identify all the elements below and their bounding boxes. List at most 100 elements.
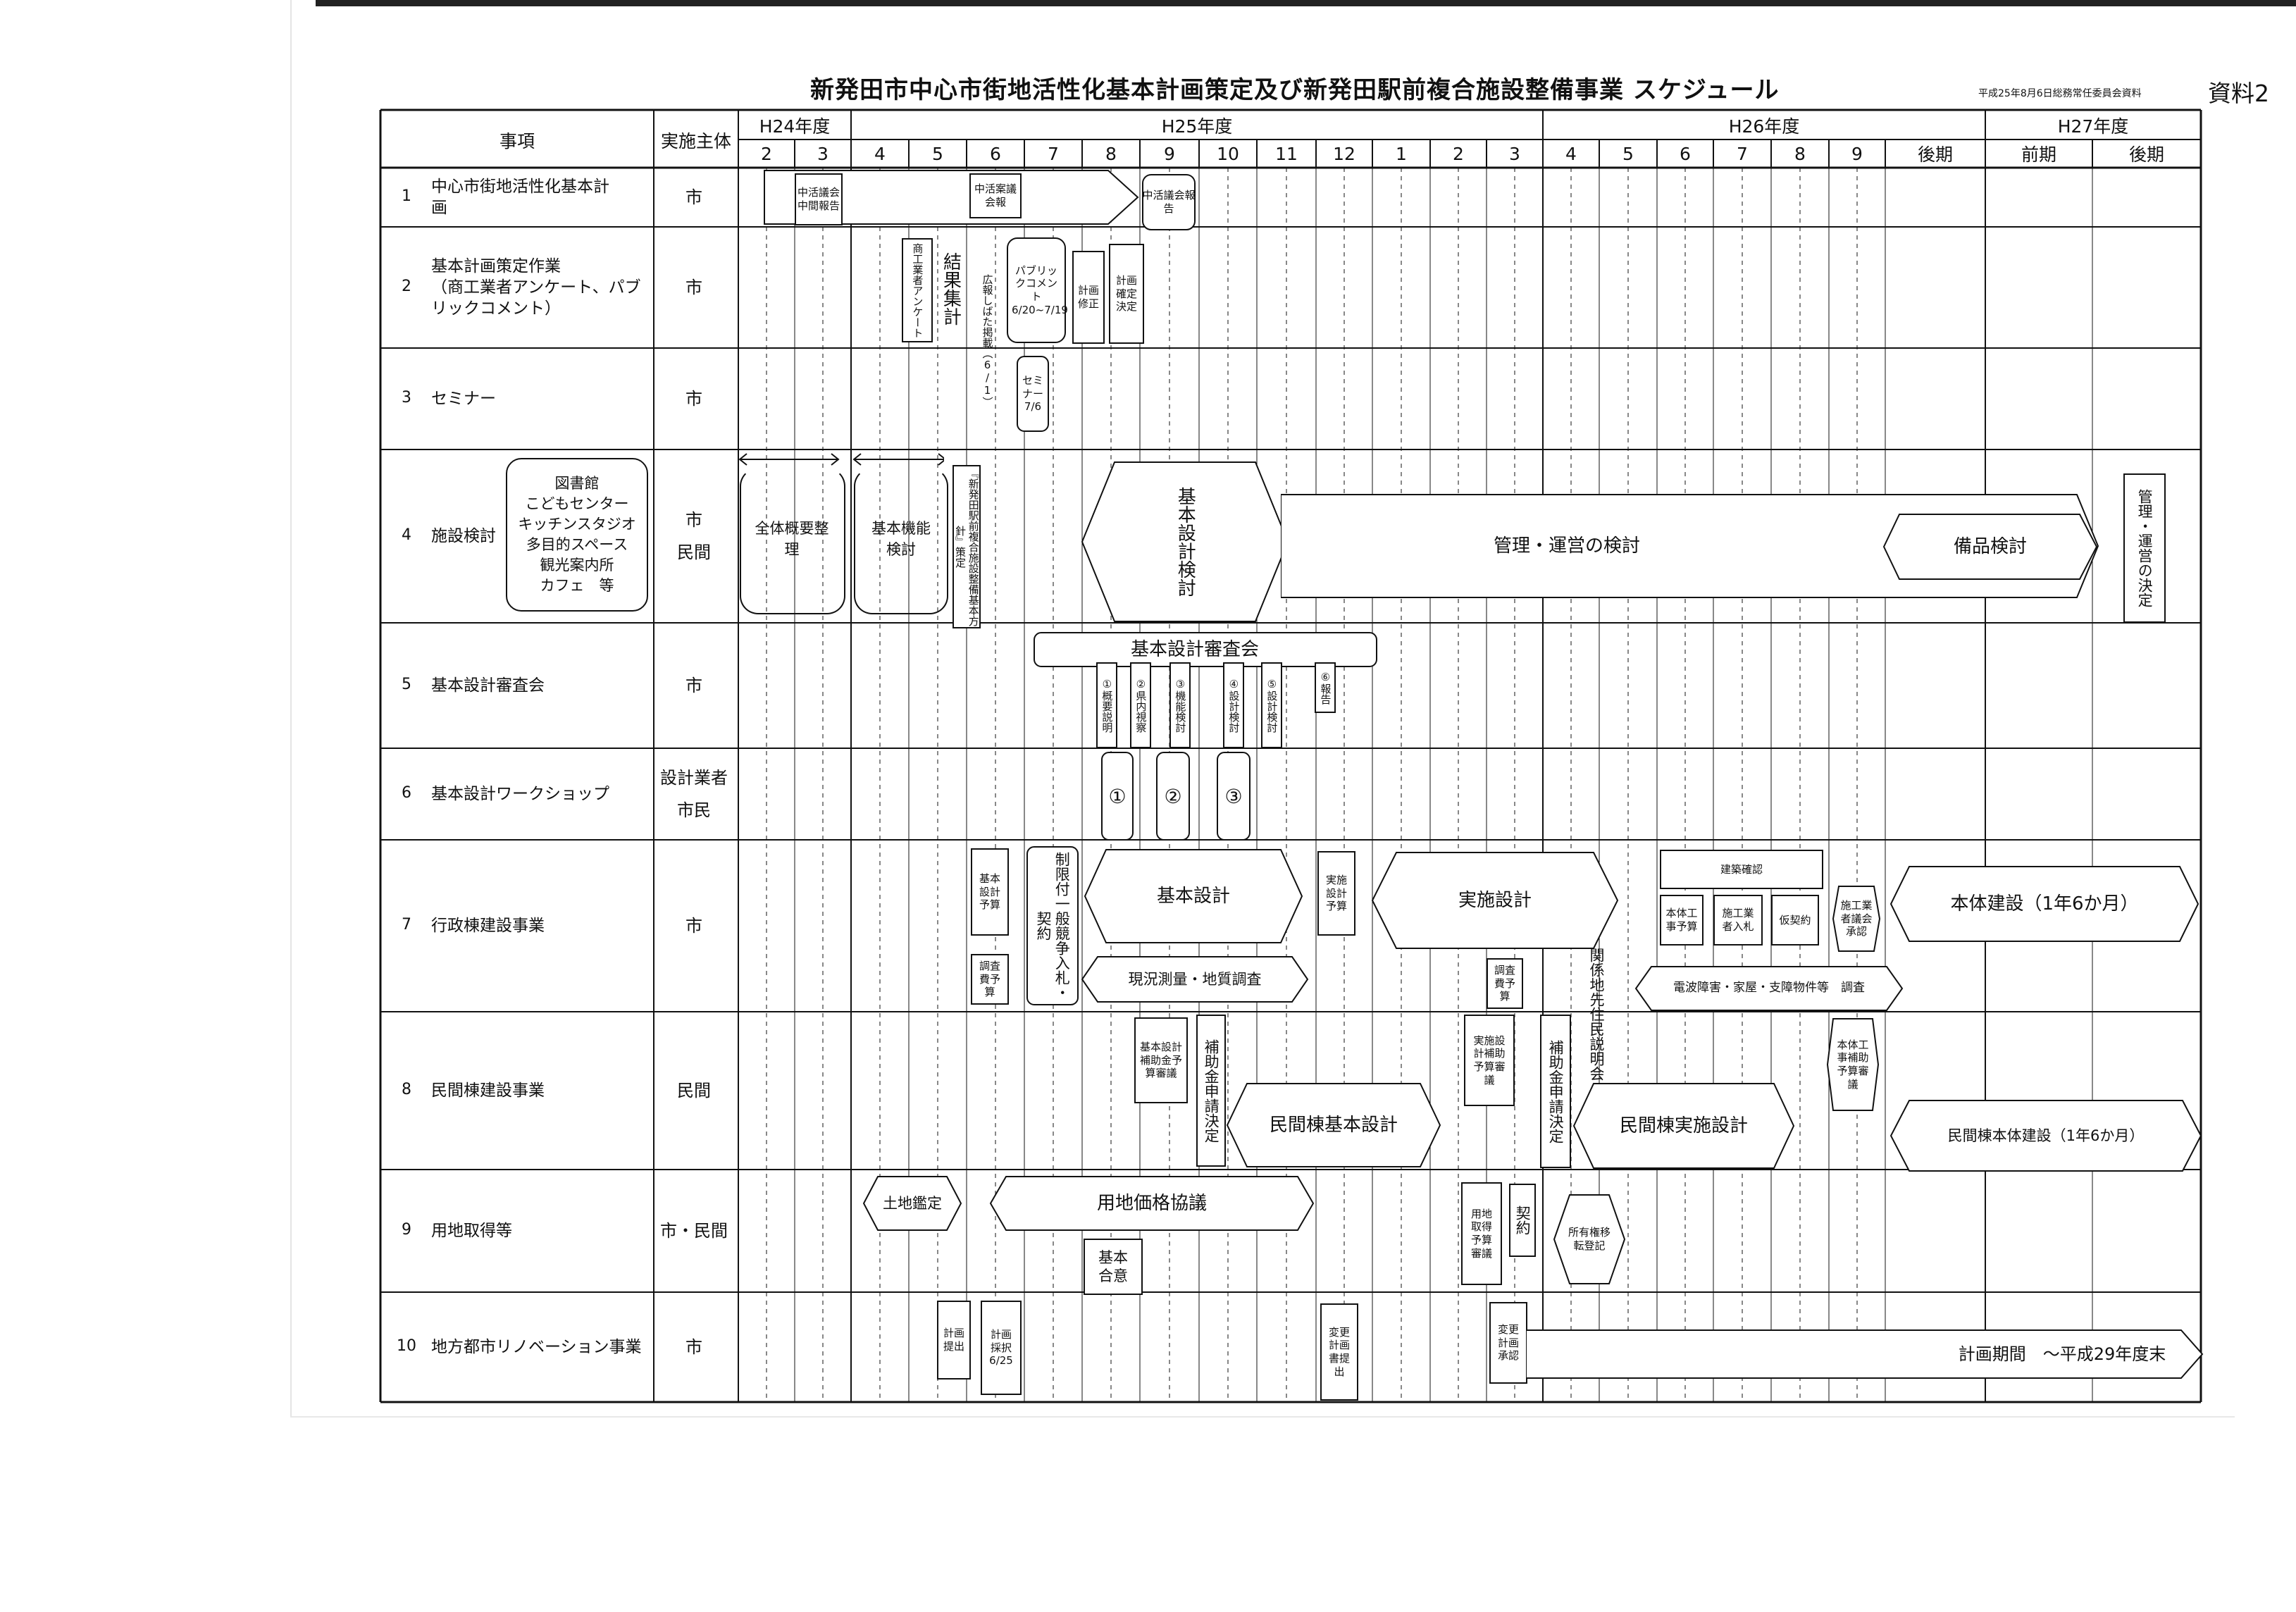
- month-header: 2: [1453, 143, 1464, 164]
- row-subject: 民間: [677, 1081, 711, 1100]
- month-header: 3: [817, 143, 829, 164]
- month-header: 3: [1509, 143, 1520, 164]
- task-koho-publication: 広報しばた掲載（6/1）: [981, 273, 994, 407]
- row-item: 用地取得等: [431, 1220, 512, 1241]
- task-radio-interference-survey: 電波障害・家屋・支障物件等 調査: [1634, 965, 1904, 1012]
- sheet-left-edge: [290, 0, 292, 1416]
- row-item-line: 基本設計ワークショップ: [431, 785, 609, 803]
- month-header: 後期: [1917, 144, 1953, 165]
- task-function-study: 基本機能検討: [871, 520, 931, 558]
- task-change-submission: 変更計画書提出: [1320, 1303, 1358, 1401]
- page-title: 新発田市中心市街地活性化基本計画策定及び新発田駅前複合施設整備事業 スケジュール: [810, 76, 1780, 104]
- task-change-approval: 変更計画承認: [1489, 1302, 1527, 1384]
- row-number: 10: [397, 1337, 416, 1355]
- review-6: ⑥報告: [1315, 662, 1336, 713]
- task-private-detailed-design: 民間棟実施設計: [1572, 1082, 1795, 1170]
- task-council-approval: 施工業者議会承認: [1832, 885, 1881, 953]
- task-provisional-contract: 仮契約: [1771, 895, 1819, 946]
- month-header: 6: [1680, 143, 1691, 164]
- month-header: 8: [1105, 143, 1117, 164]
- task-private-detailed-subsidy: 実施設計補助予算審議: [1464, 1015, 1515, 1106]
- row-item: 中心市街地活性化基本計画: [431, 176, 609, 218]
- row-item-line: 基本計画策定作業: [431, 257, 561, 275]
- task-land-appraisal: 土地鑑定: [862, 1175, 962, 1232]
- row-number: 9: [402, 1221, 411, 1239]
- row-subject: 市: [685, 389, 702, 409]
- task-main-construction: 本体建設（1年6か月）: [1889, 865, 2199, 943]
- task-basic-design: 基本設計: [1084, 848, 1303, 944]
- task-plan-period: 計画期間 ～平成29年度末: [1526, 1329, 2204, 1380]
- task-plan-decision: 計画確定決定: [1109, 244, 1144, 344]
- row-item: 基本設計審査会: [431, 675, 545, 696]
- task-chukatsu-council: 中活案議会報: [969, 173, 1022, 218]
- fiscal-year-h24: H24年度: [759, 116, 831, 137]
- task-ownership-transfer: 所有権移転登記: [1553, 1194, 1626, 1285]
- row-item-line: 行政棟建設事業: [431, 917, 545, 935]
- workshop-3: ③: [1216, 751, 1251, 841]
- row-subject: 市民間: [643, 504, 745, 569]
- row-item: セミナー: [431, 388, 496, 409]
- month-header: 7: [1737, 143, 1748, 164]
- review-3: ③機能検討: [1169, 662, 1191, 748]
- task-equipment-study: 備品検討: [1882, 513, 2098, 581]
- task-plan-submission: 計画提出: [937, 1301, 971, 1380]
- task-private-design-subsidy: 基本設計補助金予算審議: [1134, 1017, 1188, 1103]
- top-scan-border: [316, 0, 2296, 6]
- task-management-study: 管理・運営の検討: [1281, 493, 2099, 599]
- month-header: 4: [874, 143, 886, 164]
- row-number: 3: [402, 389, 411, 407]
- row-item-line: セミナー: [431, 390, 496, 408]
- row-number: 1: [402, 187, 411, 205]
- task-review-committee: 基本設計審査会: [1033, 631, 1378, 668]
- review-5: ⑤設計検討: [1261, 662, 1282, 748]
- row-number: 5: [402, 676, 411, 693]
- task-basic-design-study: 基本設計検討: [1081, 461, 1289, 623]
- row-item-line: （商工業者アンケート、パブ: [431, 278, 641, 297]
- facility-item: 多目的スペース: [526, 536, 628, 553]
- row-item: 基本設計ワークショップ: [431, 783, 609, 805]
- fiscal-year-h25: H25年度: [1161, 116, 1233, 137]
- month-header: 12: [1333, 143, 1355, 164]
- review-4: ④設計検討: [1223, 662, 1244, 748]
- facility-item: キッチンスタジオ: [518, 516, 636, 533]
- row-item-line: リックコメント）: [431, 299, 561, 318]
- facility-list: 図書館 こどもセンター キッチンスタジオ 多目的スペース 観光案内所 カフェ 等: [506, 458, 648, 612]
- sheet-bottom-edge: [290, 1416, 2235, 1418]
- row-subject: 市: [685, 278, 702, 297]
- task-contract: 契約: [1509, 1184, 1536, 1257]
- task-detailed-design: 実施設計: [1371, 851, 1619, 950]
- month-header: 5: [932, 143, 943, 164]
- task-contractor-bid: 施工業者入札: [1713, 895, 1763, 946]
- row-subject: 市: [685, 916, 702, 936]
- review-1: ①概要説明: [1096, 662, 1117, 748]
- task-subsidy-application-2: 補助金申請決定: [1540, 1015, 1571, 1168]
- month-header: 10: [1217, 143, 1239, 164]
- task-survey-budget: 調査費予算: [971, 954, 1009, 1005]
- row-subject: 設計業者市民: [643, 762, 745, 826]
- task-private-basic-design: 民間棟基本設計: [1226, 1082, 1441, 1168]
- fiscal-year-h26: H26年度: [1728, 116, 1800, 137]
- workshop-2: ②: [1155, 751, 1191, 841]
- task-site-survey: 現況測量・地質調査: [1081, 955, 1309, 1003]
- row-item-line: 基本設計審査会: [431, 676, 545, 695]
- month-header: 4: [1565, 143, 1577, 164]
- task-chukatsu-report: 中活議会報告: [1141, 173, 1196, 231]
- task-plan-adoption: 計画採択6/25: [981, 1301, 1022, 1395]
- document-number: 資料2: [2208, 80, 2269, 107]
- row-item: 民間棟建設事業: [431, 1080, 545, 1101]
- month-header: 9: [1164, 143, 1175, 164]
- column-header-item: 事項: [499, 131, 535, 151]
- facility-item: 観光案内所: [540, 557, 614, 574]
- row-number: 4: [402, 526, 411, 544]
- row-item-line: 画: [431, 199, 447, 217]
- row-number: 8: [402, 1081, 411, 1098]
- task-design-budget: 基本設計予算: [971, 848, 1009, 936]
- task-chukatsu-interim-report: 中活議会中間報告: [795, 173, 843, 225]
- task-main-works-budget: 本体工事予算: [1660, 895, 1704, 946]
- row-item-line: 施設検討: [431, 527, 496, 545]
- month-header: 後期: [2128, 144, 2164, 165]
- task-resident-briefing: 関係地先住民説明会: [1588, 947, 1605, 1081]
- task-basic-agreement: 基本合意: [1084, 1239, 1143, 1295]
- arrow-h24-span: [738, 453, 944, 466]
